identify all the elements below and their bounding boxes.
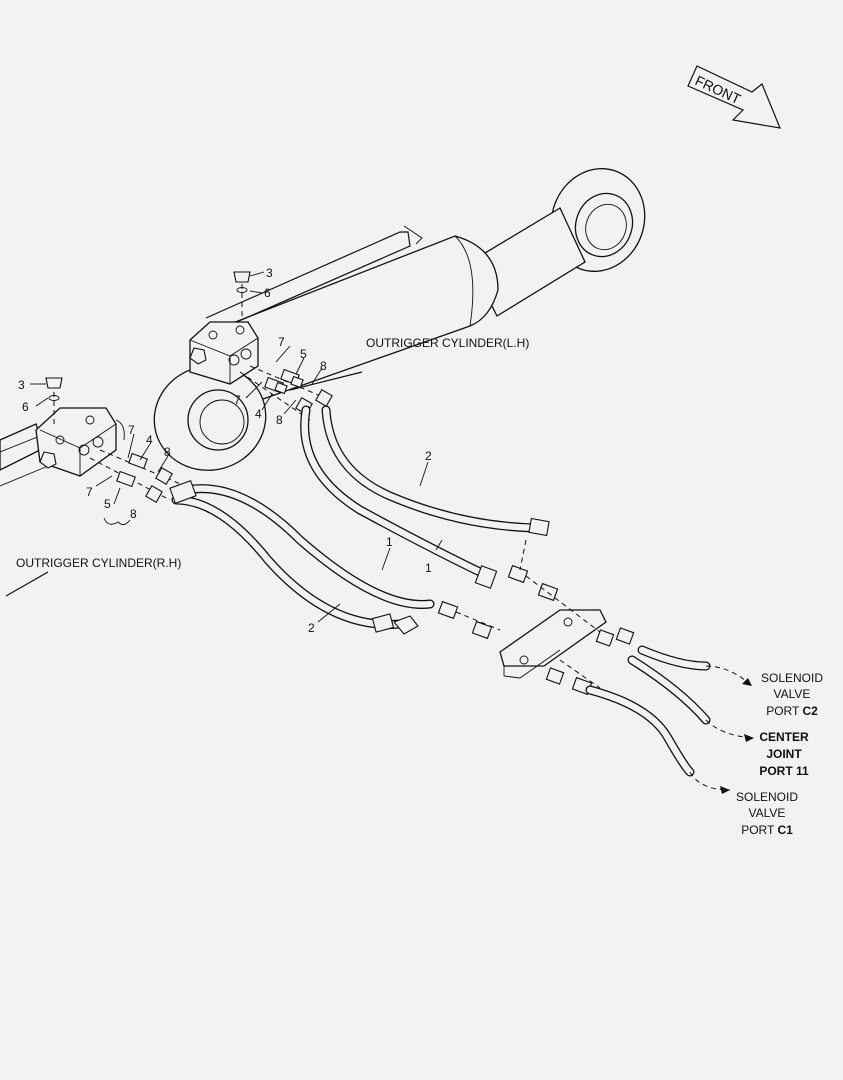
dest-c2-line2: VALVE <box>774 687 811 701</box>
callout-hose-1-b: 1 <box>425 561 432 575</box>
dest-c1-line3: PORT C1 <box>741 823 793 837</box>
hose-2-lower <box>171 495 419 635</box>
callout-lh-6: 6 <box>264 286 271 300</box>
callout-hose-2-lower: 2 <box>308 621 315 635</box>
dest-c2-port: PORT <box>766 704 802 718</box>
dest-c1-line1: SOLENOID <box>736 790 798 804</box>
hose-2-upper <box>321 405 550 537</box>
cylinder-lh <box>153 168 646 471</box>
dest-c2-line1: SOLENOID <box>761 671 823 685</box>
cylinder-rh <box>0 377 191 597</box>
dest-c1-port: PORT <box>741 823 777 837</box>
dest-center-line2: JOINT <box>766 747 802 761</box>
callout-lh-3: 3 <box>266 266 273 280</box>
callout-lh-7b: 7 <box>234 393 241 407</box>
dest-center-port: PORT <box>759 764 796 778</box>
dest-solenoid-c1: SOLENOID VALVE PORT C1 <box>736 790 798 837</box>
hose-1-a <box>300 405 489 579</box>
callout-rh-8b: 8 <box>130 507 137 521</box>
dest-c1-port-id: C1 <box>777 823 793 837</box>
hose-1-b <box>181 484 435 609</box>
callout-lh-4: 4 <box>255 407 262 421</box>
fitting-lh-4 <box>264 376 288 395</box>
label-cylinder-lh: OUTRIGGER CYLINDER(L.H) <box>366 336 529 350</box>
label-cylinder-rh: OUTRIGGER CYLINDER(R.H) <box>16 556 181 570</box>
leader-lines <box>30 271 443 623</box>
callout-hose-1-a: 1 <box>386 535 393 549</box>
callout-lh-7a: 7 <box>278 335 285 349</box>
dest-center-line3: PORT 11 <box>759 764 809 778</box>
dest-c2-line3: PORT C2 <box>766 704 818 718</box>
front-arrow-icon: FRONT <box>687 65 781 129</box>
fitting-lh-5 <box>280 368 304 389</box>
callout-lh-8b: 8 <box>276 413 283 427</box>
callout-rh-8a: 8 <box>164 445 171 459</box>
callout-rh-5: 5 <box>104 497 111 511</box>
line-to-c2 <box>637 645 753 687</box>
callout-rh-3: 3 <box>18 378 25 392</box>
dest-solenoid-c2: SOLENOID VALVE PORT C2 <box>761 671 823 718</box>
callout-lh-5: 5 <box>300 347 307 361</box>
callout-rh-4: 4 <box>146 433 153 447</box>
dest-c2-port-id: C2 <box>802 704 818 718</box>
callout-rh-7b: 7 <box>86 485 93 499</box>
dest-center-line1: CENTER <box>759 730 809 744</box>
callout-lh-8a: 8 <box>320 359 327 373</box>
line-to-center <box>627 655 755 742</box>
line-to-c1 <box>585 685 731 794</box>
callout-rh-7a: 7 <box>128 423 135 437</box>
dest-center-joint: CENTER JOINT PORT 11 <box>759 730 809 778</box>
tee-bracket <box>437 539 635 696</box>
dest-c1-line2: VALVE <box>749 806 786 820</box>
callout-hose-2-upper: 2 <box>425 449 432 463</box>
dest-center-port-id: 11 <box>796 764 809 778</box>
callout-rh-6: 6 <box>22 400 29 414</box>
